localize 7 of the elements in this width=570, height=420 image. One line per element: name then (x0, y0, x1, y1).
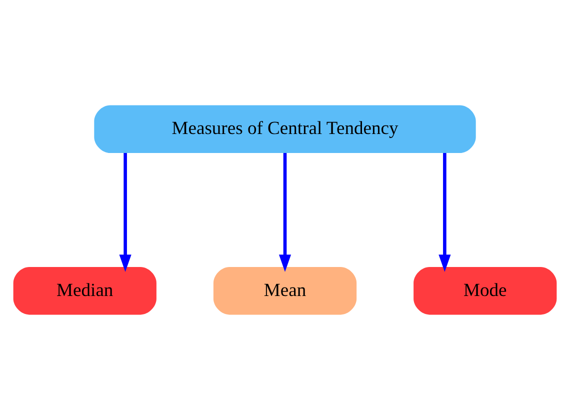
arrow (278, 153, 292, 272)
node-box: Mean (213, 267, 357, 315)
arrow (438, 153, 451, 272)
node-box: Measures of Central Tendency (94, 105, 476, 153)
node-box: Mode (414, 267, 557, 315)
node-box: Median (13, 267, 156, 315)
arrow (119, 153, 132, 272)
